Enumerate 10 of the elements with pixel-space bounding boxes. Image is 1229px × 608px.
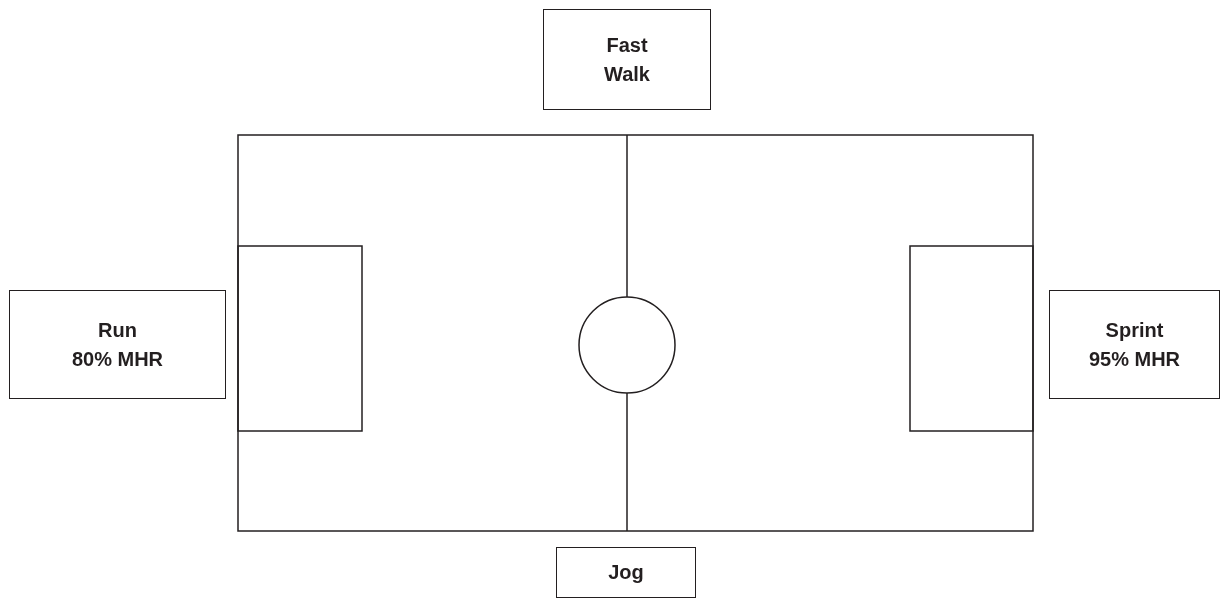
label-box bbox=[543, 9, 711, 110]
label-box bbox=[1049, 290, 1220, 399]
activity-label: Jog bbox=[608, 560, 644, 585]
label-box bbox=[9, 290, 226, 399]
activity-label: Sprint bbox=[1105, 317, 1164, 343]
heart-rate-label: 95% MHR bbox=[1088, 346, 1181, 372]
heart-rate-label: 80% MHR bbox=[71, 346, 164, 372]
activity-label: Fast Walk bbox=[603, 32, 651, 87]
activity-label: Run bbox=[98, 317, 137, 343]
label-box bbox=[556, 547, 696, 598]
